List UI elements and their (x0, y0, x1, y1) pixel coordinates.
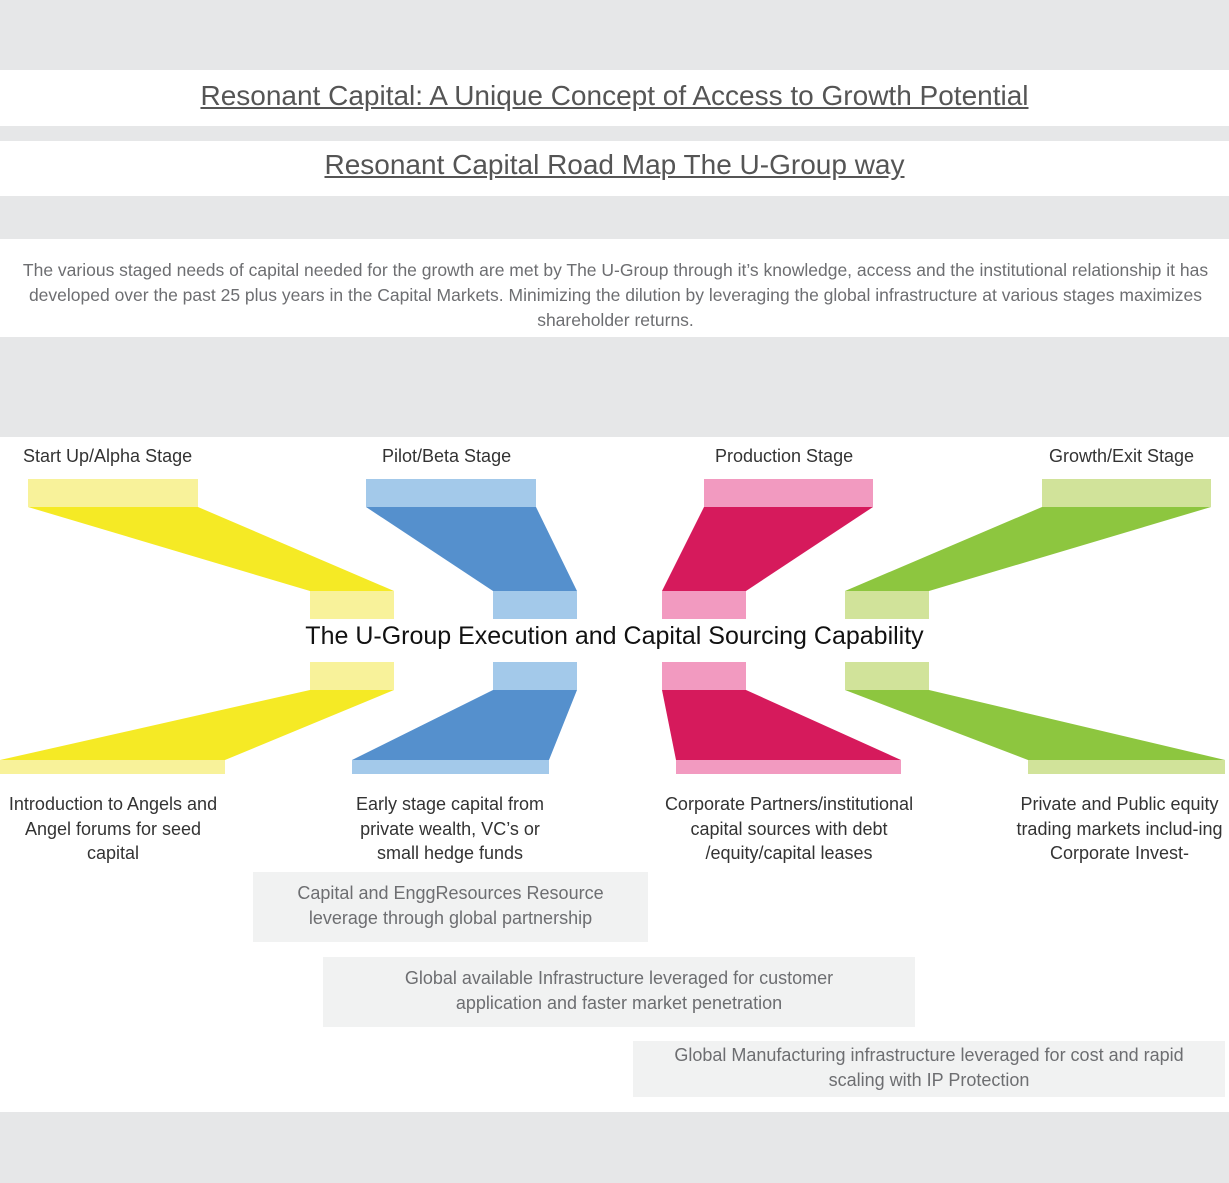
stage-1-description: Introduction to Angels and Angel forums … (8, 794, 218, 863)
title-band (0, 70, 1229, 126)
stage-2-label: Pilot/Beta Stage (382, 446, 512, 466)
stage-1-label: Start Up/Alpha Stage (23, 446, 193, 466)
page-title: Resonant Capital: A Unique Concept of Ac… (200, 80, 1029, 111)
stage-4-description: Private and Public equity trading market… (1016, 794, 1223, 863)
stage-3-label: Production Stage (715, 446, 854, 466)
stage-4-top-funnel (845, 479, 1211, 619)
stage-1-bottom-funnel (0, 662, 394, 774)
leverage-box-infrastructure: Global available Infrastructure leverage… (323, 957, 915, 1027)
stage-3-top-funnel (662, 479, 873, 619)
stage-3-description: Corporate Partners/institutional capital… (664, 794, 914, 863)
stage-4-bottom-funnel (845, 662, 1225, 774)
page-subtitle: Resonant Capital Road Map The U-Group wa… (324, 149, 905, 180)
leverage-box-manufacturing: Global Manufacturing infrastructure leve… (633, 1041, 1225, 1097)
stage-2-description: Early stage capital from private wealth,… (355, 794, 545, 863)
subtitle-band (0, 141, 1229, 196)
stage-1-top-funnel (28, 479, 394, 619)
intro-band (0, 239, 1229, 337)
stage-4-label: Growth/Exit Stage (1049, 446, 1195, 466)
leverage-box-partnership: Capital and EnggResources Resource lever… (253, 872, 648, 942)
stage-3-bottom-funnel (662, 662, 901, 774)
stage-2-top-funnel (366, 479, 577, 619)
intro-text: The various staged needs of capital need… (22, 260, 1209, 330)
stage-2-bottom-funnel (352, 662, 577, 774)
center-label: The U-Group Execution and Capital Sourci… (305, 622, 924, 650)
